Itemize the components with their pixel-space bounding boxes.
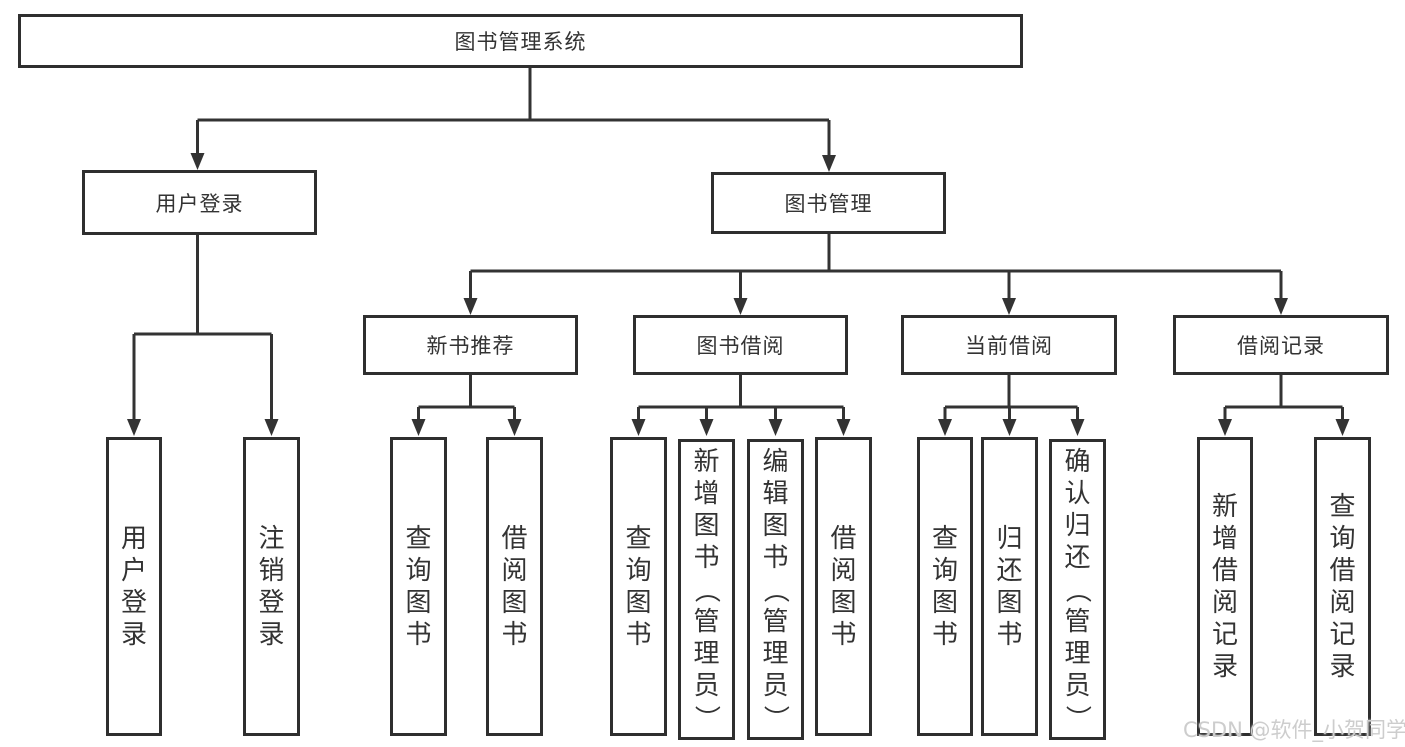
node-leaf-query-books: 查询图书 xyxy=(390,437,447,736)
node-book-management: 图书管理 xyxy=(711,172,946,234)
arrow-icon xyxy=(264,419,279,436)
arrow-icon xyxy=(631,419,646,436)
node-new-book-recommend: 新书推荐 xyxy=(363,315,578,375)
node-leaf-edit-books-admin: 编辑图书（管理员） xyxy=(747,439,804,740)
arrow-icon xyxy=(1218,419,1232,436)
arrow-icon xyxy=(822,155,836,172)
node-root-library-system: 图书管理系统 xyxy=(18,14,1023,68)
node-leaf-logout: 注销登录 xyxy=(243,437,300,736)
arrow-icon xyxy=(463,298,478,315)
node-borrow-record: 借阅记录 xyxy=(1173,315,1389,375)
node-current-borrow: 当前借阅 xyxy=(901,315,1117,375)
arrow-icon xyxy=(127,419,141,436)
arrow-icon xyxy=(733,298,748,315)
arrow-icon xyxy=(1274,298,1288,315)
node-leaf-user-login: 用户登录 xyxy=(106,437,162,736)
arrow-icon xyxy=(1002,298,1016,315)
arrow-icon xyxy=(507,419,522,436)
arrow-icon xyxy=(190,153,205,170)
arrow-icon xyxy=(1070,419,1085,436)
node-leaf-confirm-return-admin: 确认归还（管理员） xyxy=(1049,439,1106,740)
node-book-borrow: 图书借阅 xyxy=(633,315,848,375)
csdn-watermark: CSDN @软件_小贺同学 xyxy=(1183,718,1405,742)
arrow-icon xyxy=(1002,419,1017,436)
arrow-icon xyxy=(938,419,952,436)
arrow-icon xyxy=(768,419,783,436)
node-leaf-return-books: 归还图书 xyxy=(981,437,1038,736)
node-user-login: 用户登录 xyxy=(82,170,317,235)
node-leaf-add-borrow-record: 新增借阅记录 xyxy=(1197,437,1253,736)
node-leaf-borrow-books: 借阅图书 xyxy=(486,437,543,736)
arrow-icon xyxy=(1335,419,1350,436)
node-leaf-query-borrow-record: 查询借阅记录 xyxy=(1314,437,1371,736)
arrow-icon xyxy=(699,419,714,436)
node-leaf-query-books: 查询图书 xyxy=(610,437,667,736)
node-leaf-add-books-admin: 新增图书（管理员） xyxy=(678,439,735,740)
node-leaf-borrow-books: 借阅图书 xyxy=(815,437,872,736)
node-leaf-query-books: 查询图书 xyxy=(917,437,973,736)
arrow-icon xyxy=(836,419,851,436)
arrow-icon xyxy=(411,419,426,436)
